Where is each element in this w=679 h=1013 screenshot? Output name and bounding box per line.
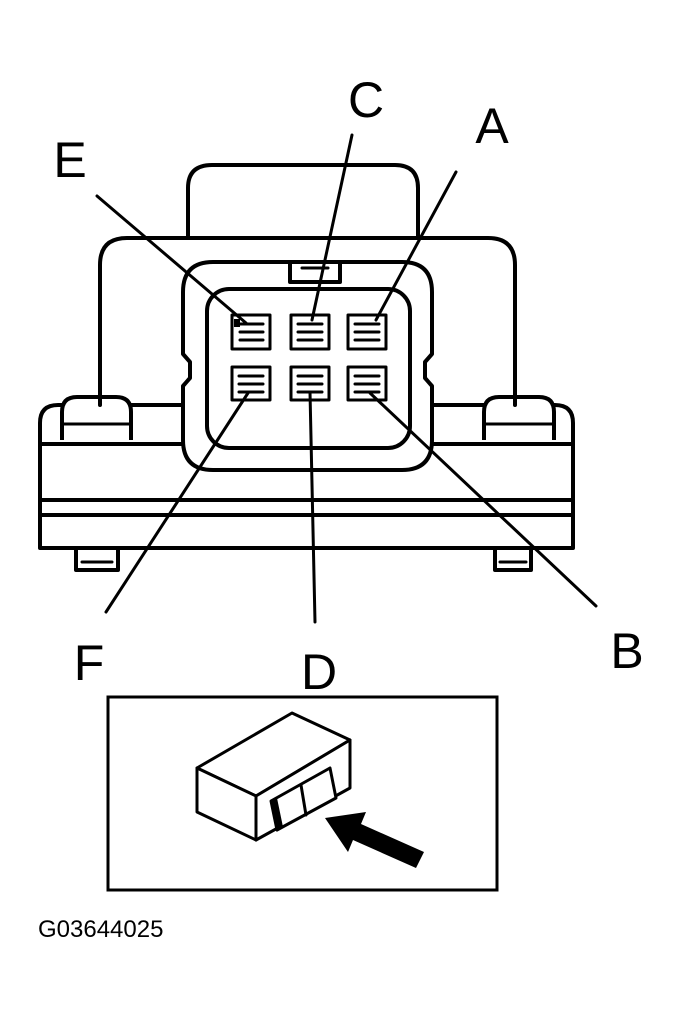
- inset-view: [106, 695, 499, 892]
- terminal-f: [230, 365, 272, 402]
- foot-left: [74, 546, 120, 572]
- leader-line-c: [310, 133, 354, 322]
- boss-outline: [482, 395, 556, 440]
- leader-line-e: [95, 194, 248, 325]
- terminal-b: [346, 365, 388, 402]
- boss-outline: [60, 395, 133, 440]
- leader-line-b: [368, 391, 598, 608]
- leader-line-f: [104, 391, 250, 614]
- mounting-boss-right: [482, 395, 556, 440]
- leader-line-d: [308, 390, 317, 624]
- terminal-e: [230, 313, 272, 351]
- module-port-shadow: [271, 798, 283, 830]
- figure-id: G03644025: [38, 916, 163, 943]
- callout-label-d: D: [301, 644, 337, 700]
- connector-body: [38, 163, 575, 572]
- socket-latch: [288, 260, 342, 284]
- terminal-a: [346, 313, 388, 351]
- callout-label-b: B: [610, 623, 643, 679]
- base-block: [38, 403, 575, 550]
- module-port-divider: [299, 783, 308, 817]
- terminal-lock-tab: [234, 319, 240, 327]
- callout-label-f: F: [74, 635, 105, 691]
- terminal-c: [289, 313, 331, 351]
- foot-outline: [74, 546, 120, 572]
- leader-line-a: [374, 170, 458, 322]
- mounting-boss-left: [60, 395, 133, 440]
- callout-labels: E C A F D B: [53, 72, 643, 700]
- socket-inner-wall: [205, 287, 412, 450]
- callout-label-e: E: [53, 132, 86, 188]
- view-direction-arrow-icon: [325, 812, 424, 868]
- top-tab: [186, 163, 420, 240]
- main-housing: [98, 236, 517, 407]
- foot-outline: [493, 546, 533, 572]
- connector-module-icon: [195, 711, 352, 842]
- foot-right: [493, 546, 533, 572]
- callout-label-a: A: [475, 98, 509, 154]
- callout-label-c: C: [348, 72, 384, 128]
- leader-lines: [95, 133, 598, 624]
